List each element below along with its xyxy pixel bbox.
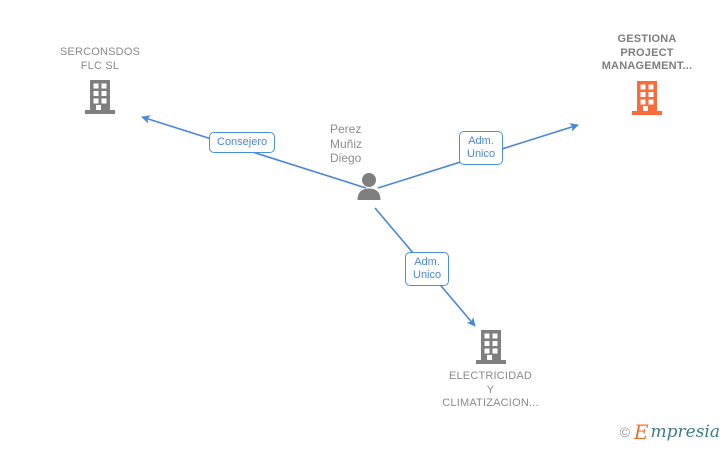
person-icon <box>355 172 383 200</box>
node-electricidad-y-climatizacion[interactable]: ELECTRICIDAD Y CLIMATIZACION... <box>418 330 563 411</box>
node-perez-muniz-diego[interactable]: Perez Muñiz Diego <box>330 122 440 200</box>
node-label-serconsdos: SERCONSDOS FLC SL <box>59 46 141 72</box>
edge-label-adm-unico-gestiona[interactable]: Adm. Unico <box>459 131 504 165</box>
copyright-icon: © <box>619 424 630 440</box>
node-serconsdos-flc-sl[interactable]: SERCONSDOS FLC SL <box>38 46 162 114</box>
empresia-watermark: © E mpresia <box>620 422 720 442</box>
edge-label-consejero[interactable]: Consejero <box>209 132 276 153</box>
building-icon <box>632 80 662 115</box>
node-label-electricidad: ELECTRICIDAD Y CLIMATIZACION... <box>442 370 539 409</box>
brand-name: mpresia <box>650 421 721 442</box>
node-label-gestiona: GESTIONA PROJECT MANAGEMENT... <box>601 33 693 72</box>
brand-initial: E <box>633 420 649 444</box>
building-icon <box>475 330 506 364</box>
node-gestiona-project-management[interactable]: GESTIONA PROJECT MANAGEMENT... <box>573 33 721 115</box>
edge-label-adm-unico-electricidad[interactable]: Adm. Unico <box>405 252 450 286</box>
building-icon <box>85 80 115 114</box>
node-label-person: Perez Muñiz Diego <box>330 122 363 165</box>
